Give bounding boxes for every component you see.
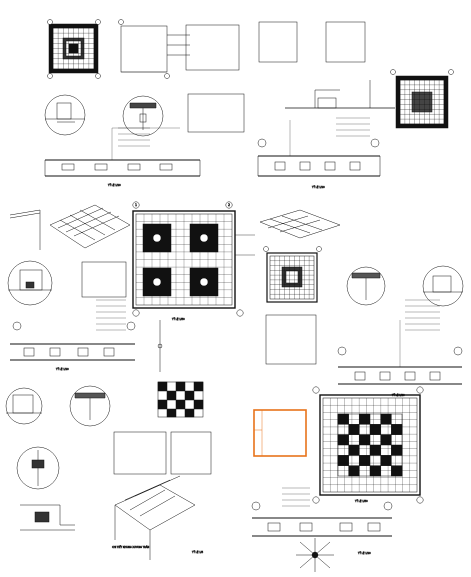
grid-bubble-icon xyxy=(95,19,101,25)
grid-bubble-icon xyxy=(416,496,424,504)
detail-frame-e xyxy=(81,261,127,298)
checker-tile xyxy=(348,424,360,435)
grid-bubble-icon xyxy=(12,321,22,331)
detail-frame-d xyxy=(325,21,366,63)
caption-section-b: TỶ LỆ 1/20 xyxy=(312,186,325,189)
grid-bubble-icon xyxy=(416,386,424,394)
ceiling-plan-b-checker xyxy=(312,386,424,504)
grid-bubble-label: 1 xyxy=(135,203,137,207)
plan-frame-topleft-2 xyxy=(118,19,190,79)
detail-circle-6 xyxy=(5,387,43,425)
checker-tile xyxy=(359,413,371,425)
isometric-ceiling-assembly-bottom xyxy=(114,475,196,560)
plan-tile-small-topleft xyxy=(47,19,101,79)
detail-frame-h xyxy=(170,431,212,475)
detail-circle-7 xyxy=(69,385,111,427)
corner-joint-detail xyxy=(20,504,75,531)
detail-circle-4 xyxy=(346,266,386,306)
grid-bubble-icon xyxy=(383,501,393,511)
detail-circle-1 xyxy=(44,94,86,136)
plan-tile-medium-right xyxy=(263,246,322,303)
isometric-ceiling-frame-right xyxy=(259,209,341,239)
caption-plan-b: TỶ LỆ 1/50 xyxy=(355,500,368,503)
grid-bubble-icon xyxy=(132,201,140,209)
checker-tile xyxy=(369,424,381,435)
grid-bubble-icon xyxy=(47,19,53,25)
caption-section-c: TỶ LỆ 1/20 xyxy=(56,368,69,371)
grid-bubble-icon xyxy=(225,201,233,209)
detail-circle-2 xyxy=(122,95,164,137)
grid-bubble-icon xyxy=(251,501,261,511)
checker-tile xyxy=(369,444,381,456)
detail-circle-5 xyxy=(422,265,464,307)
checker-tile xyxy=(337,455,349,466)
checker-tile xyxy=(380,455,392,466)
grid-bubble-icon xyxy=(118,19,124,25)
note-lines-top-c xyxy=(118,127,150,147)
detail-frame-a xyxy=(185,24,240,71)
isometric-ceiling-frame-left xyxy=(9,204,131,250)
caption-section-a: TỶ LỆ 1/20 xyxy=(108,184,121,187)
checker-tile xyxy=(391,465,403,477)
grid-bubble-icon xyxy=(164,73,170,79)
checker-tile xyxy=(380,434,392,446)
grid-bubble-icon xyxy=(370,138,380,148)
checker-tile xyxy=(380,413,392,425)
grid-bubble-icon xyxy=(236,309,244,317)
grid-bubble-icon xyxy=(312,496,320,504)
checker-tile xyxy=(337,413,349,425)
detail-stair-section xyxy=(285,80,395,109)
grid-bubble-icon xyxy=(257,138,267,148)
north-arrow-icon xyxy=(296,538,334,572)
highlighted-detail-frame xyxy=(253,409,307,457)
detail-circle-3 xyxy=(7,260,53,306)
section-e-bottomright xyxy=(251,501,393,537)
hanger-rod-detail xyxy=(157,320,163,372)
grid-bubble-icon xyxy=(448,69,454,75)
detail-frame-b xyxy=(187,93,245,133)
caption-section-e: TỶ LỆ 1/20 xyxy=(358,552,371,555)
caption-plan-a: TỶ LỆ 1/50 xyxy=(172,318,185,321)
detail-frame-g xyxy=(113,431,167,475)
caption-scale: TỶ LỆ 1/5 xyxy=(192,551,204,554)
grid-bubble-label: 2 xyxy=(228,203,230,207)
detail-frame-f xyxy=(265,314,317,365)
checker-tile xyxy=(369,465,381,477)
plan-tile-small-topright xyxy=(390,69,454,129)
checker-tile xyxy=(359,434,371,446)
grid-bubble-icon xyxy=(95,73,101,79)
checker-tile xyxy=(348,465,360,477)
checker-tile xyxy=(391,424,403,435)
section-a-topleft xyxy=(44,127,201,177)
note-lines-top-d xyxy=(336,117,370,137)
checker-tile xyxy=(359,455,371,466)
section-b-topright xyxy=(257,120,381,177)
detail-frame-c xyxy=(258,21,298,63)
grid-bubble-icon xyxy=(126,321,136,331)
section-c-left xyxy=(10,321,136,361)
ceiling-plan-a xyxy=(132,201,244,317)
note-block-center xyxy=(96,299,126,331)
section-d-right xyxy=(337,320,463,385)
note-lines-right-a xyxy=(405,299,440,331)
caption-iso: CHI TIẾT KHUNG XƯƠNG TRẦN xyxy=(112,546,149,549)
checker-tile-detail-small xyxy=(157,381,204,418)
grid-bubble-icon xyxy=(47,73,53,79)
grid-bubble-icon xyxy=(390,69,396,75)
grid-bubble-icon xyxy=(453,346,463,356)
checker-tile xyxy=(348,444,360,456)
grid-bubble-icon xyxy=(132,309,140,317)
grid-bubble-icon xyxy=(337,346,347,356)
checker-tile xyxy=(391,444,403,456)
checker-tile xyxy=(337,434,349,446)
grid-bubble-icon xyxy=(263,246,269,252)
grid-bubble-icon xyxy=(312,386,320,394)
note-lines-center-b xyxy=(282,487,310,507)
detail-circle-8 xyxy=(16,446,60,490)
grid-bubble-icon xyxy=(316,246,322,252)
